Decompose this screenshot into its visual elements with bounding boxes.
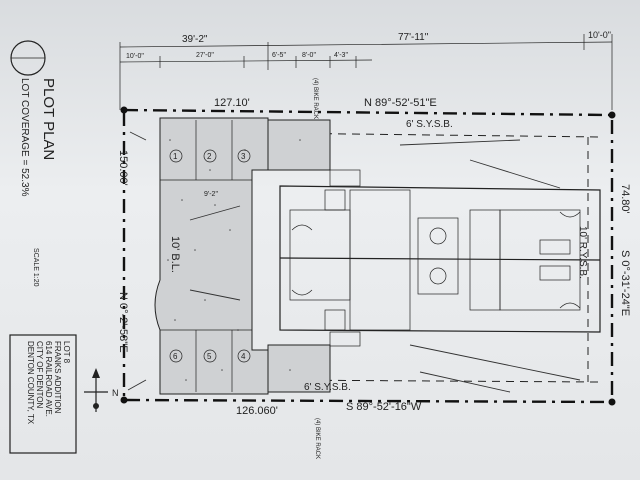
dim-seg-3: 6'-5" [272, 52, 286, 59]
stall-3: 3 [241, 152, 246, 161]
length-west: 150.00' [117, 150, 129, 186]
legal-addition: FRANKS ADDITION [53, 341, 62, 414]
corner-pin-sw [120, 396, 128, 404]
setback-front-label: 10' B.L. [169, 236, 181, 273]
bike-rack-bottom: (4) BIKE RACK [314, 418, 320, 459]
bottom-walk [267, 344, 331, 393]
length-east: 74.80' [619, 184, 631, 214]
stall-2: 2 [207, 152, 212, 161]
legal-text: LOT 8 FRANKS ADDITION 614 RAILROAD AVE. … [26, 341, 71, 425]
bearing-north: N 89°-52'-51"E [364, 97, 437, 109]
setback-rear-label: 10' R.Y.S.B. [577, 226, 588, 279]
dim-seg-2: 27'-0" [196, 52, 214, 59]
legal-city: CITY OF DENTON [35, 341, 44, 408]
stall-5: 5 [207, 352, 212, 361]
parking-pad [154, 117, 269, 395]
parking-stalls: 1 2 3 4 5 6 9'-2" [160, 120, 252, 392]
title-coverage: LOT COVERAGE = 52.3% [19, 78, 30, 197]
dim-top-right: 77'-11" [398, 32, 429, 43]
north-arrow: N [84, 368, 119, 412]
corner-pin-se [608, 398, 616, 406]
dim-top-left: 39'-2" [182, 34, 208, 45]
bike-rack-top: (4) BIKE RACK [312, 78, 318, 119]
corner-pin-ne [608, 111, 616, 119]
stall-4: 4 [241, 352, 246, 361]
stall-6: 6 [173, 352, 178, 361]
legal-lot: LOT 8 [62, 341, 71, 364]
legal-box [9, 334, 77, 454]
scale-label: SCALE 1:20 [32, 248, 39, 287]
corner-pin-nw [120, 106, 128, 114]
dim-seg-5: 4'-3" [334, 52, 348, 59]
legal-address: 614 RAILROAD AVE. [44, 341, 53, 417]
length-north: 127.10' [214, 97, 250, 109]
stall-1: 1 [173, 152, 178, 161]
bottom-stoop [329, 331, 361, 347]
length-south: 126.060' [236, 405, 278, 417]
dim-top-far-right: 10'-0" [588, 30, 611, 40]
north-arrow-label: N [112, 388, 119, 398]
dim-seg-4: 8'-0" [302, 52, 316, 59]
top-dimensions: 39'-2" 77'-11" 10'-0" 10'-0" 27'-0" 6'-5… [119, 30, 613, 110]
setback-north-label: 6' S.Y.S.B. [406, 119, 453, 130]
bearing-south: S 89°-52'-16"W [346, 401, 422, 413]
top-walk [267, 119, 331, 171]
bearing-east: S 0°-31'-24"E [619, 250, 631, 316]
top-stoop [329, 169, 361, 187]
setback-south-label: 6' S.Y.S.B. [304, 382, 351, 393]
title-main: PLOT PLAN [40, 78, 57, 160]
dim-seg-1: 10'-0" [126, 53, 144, 60]
bearing-west: N 0°-2'-58"E [117, 292, 129, 353]
drainage-arrows [127, 131, 581, 393]
dim-inner-small: 9'-2" [204, 191, 218, 198]
legal-county: DENTON COUNTY, TX [26, 341, 35, 425]
building [279, 185, 601, 333]
